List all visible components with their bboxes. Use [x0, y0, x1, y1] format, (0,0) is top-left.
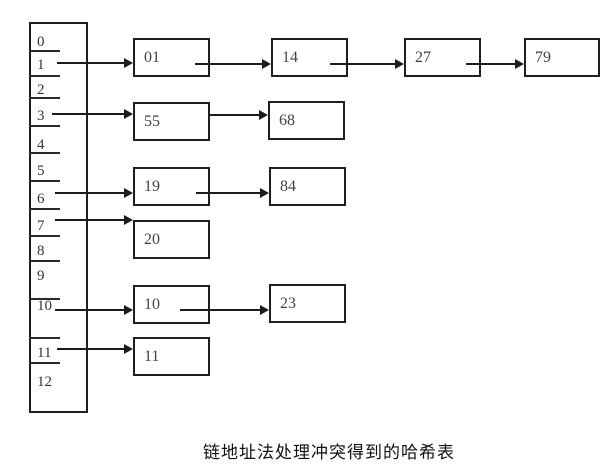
slot-divider — [29, 152, 60, 154]
slot-10-pointer-arrow — [55, 305, 133, 315]
slot-7-pointer-arrow — [55, 215, 133, 225]
node-box: 68 — [268, 101, 345, 140]
slot-divider — [29, 260, 60, 262]
slot-label-7: 7 — [37, 218, 45, 234]
node-value: 11 — [144, 347, 160, 365]
slot-divider — [29, 97, 60, 99]
node-value: 19 — [144, 177, 160, 195]
slot-divider — [29, 362, 60, 364]
node-box: 20 — [133, 220, 210, 259]
next-pointer-arrow — [196, 188, 269, 198]
slot-label-10: 10 — [37, 298, 52, 314]
slot-3-pointer-arrow — [52, 109, 133, 119]
slot-label-0: 0 — [37, 34, 45, 50]
slot-label-1: 1 — [37, 57, 45, 73]
node-value: 79 — [535, 48, 551, 66]
slot-divider — [29, 208, 60, 210]
diagram-caption: 链地址法处理冲突得到的哈希表 — [203, 443, 455, 462]
slot-6-pointer-arrow — [55, 188, 133, 198]
slot-label-5: 5 — [37, 163, 45, 179]
node-box: 01 — [133, 38, 210, 77]
node-value: 20 — [144, 230, 160, 248]
node-value: 68 — [279, 111, 295, 129]
slot-1-pointer-arrow — [57, 58, 133, 68]
slot-divider — [29, 50, 60, 52]
next-pointer-arrow — [195, 59, 271, 69]
slot-label-4: 4 — [37, 137, 45, 153]
slot-label-2: 2 — [37, 82, 45, 98]
slot-divider — [29, 298, 60, 300]
node-box: 10 — [133, 285, 210, 324]
node-box: 11 — [133, 337, 210, 376]
slot-label-8: 8 — [37, 243, 45, 259]
node-box: 19 — [133, 167, 210, 206]
node-value: 84 — [280, 177, 296, 195]
slot-divider — [29, 125, 60, 127]
node-box: 14 — [271, 38, 348, 77]
slot-divider — [29, 75, 60, 77]
node-value: 23 — [280, 294, 296, 312]
slot-divider — [29, 337, 60, 339]
node-box: 84 — [269, 167, 346, 206]
node-box: 27 — [404, 38, 481, 77]
node-value: 55 — [144, 112, 160, 130]
node-value: 01 — [144, 48, 160, 66]
node-box: 23 — [269, 284, 346, 323]
hash-table-array-box — [29, 22, 88, 413]
slot-label-6: 6 — [37, 191, 45, 207]
node-value: 10 — [144, 295, 160, 313]
slot-11-pointer-arrow — [57, 344, 133, 354]
slot-label-12: 12 — [37, 374, 52, 390]
node-box: 55 — [133, 102, 210, 141]
slot-label-3: 3 — [37, 108, 45, 124]
next-pointer-arrow — [209, 110, 268, 120]
next-pointer-arrow — [330, 59, 404, 69]
slot-label-11: 11 — [37, 345, 52, 361]
next-pointer-arrow — [180, 305, 269, 315]
node-value: 27 — [415, 48, 431, 66]
slot-divider — [29, 180, 60, 182]
next-pointer-arrow — [466, 59, 524, 69]
slot-divider — [29, 235, 60, 237]
node-value: 14 — [282, 48, 298, 66]
node-box: 79 — [524, 38, 600, 77]
slot-label-9: 9 — [37, 268, 45, 284]
